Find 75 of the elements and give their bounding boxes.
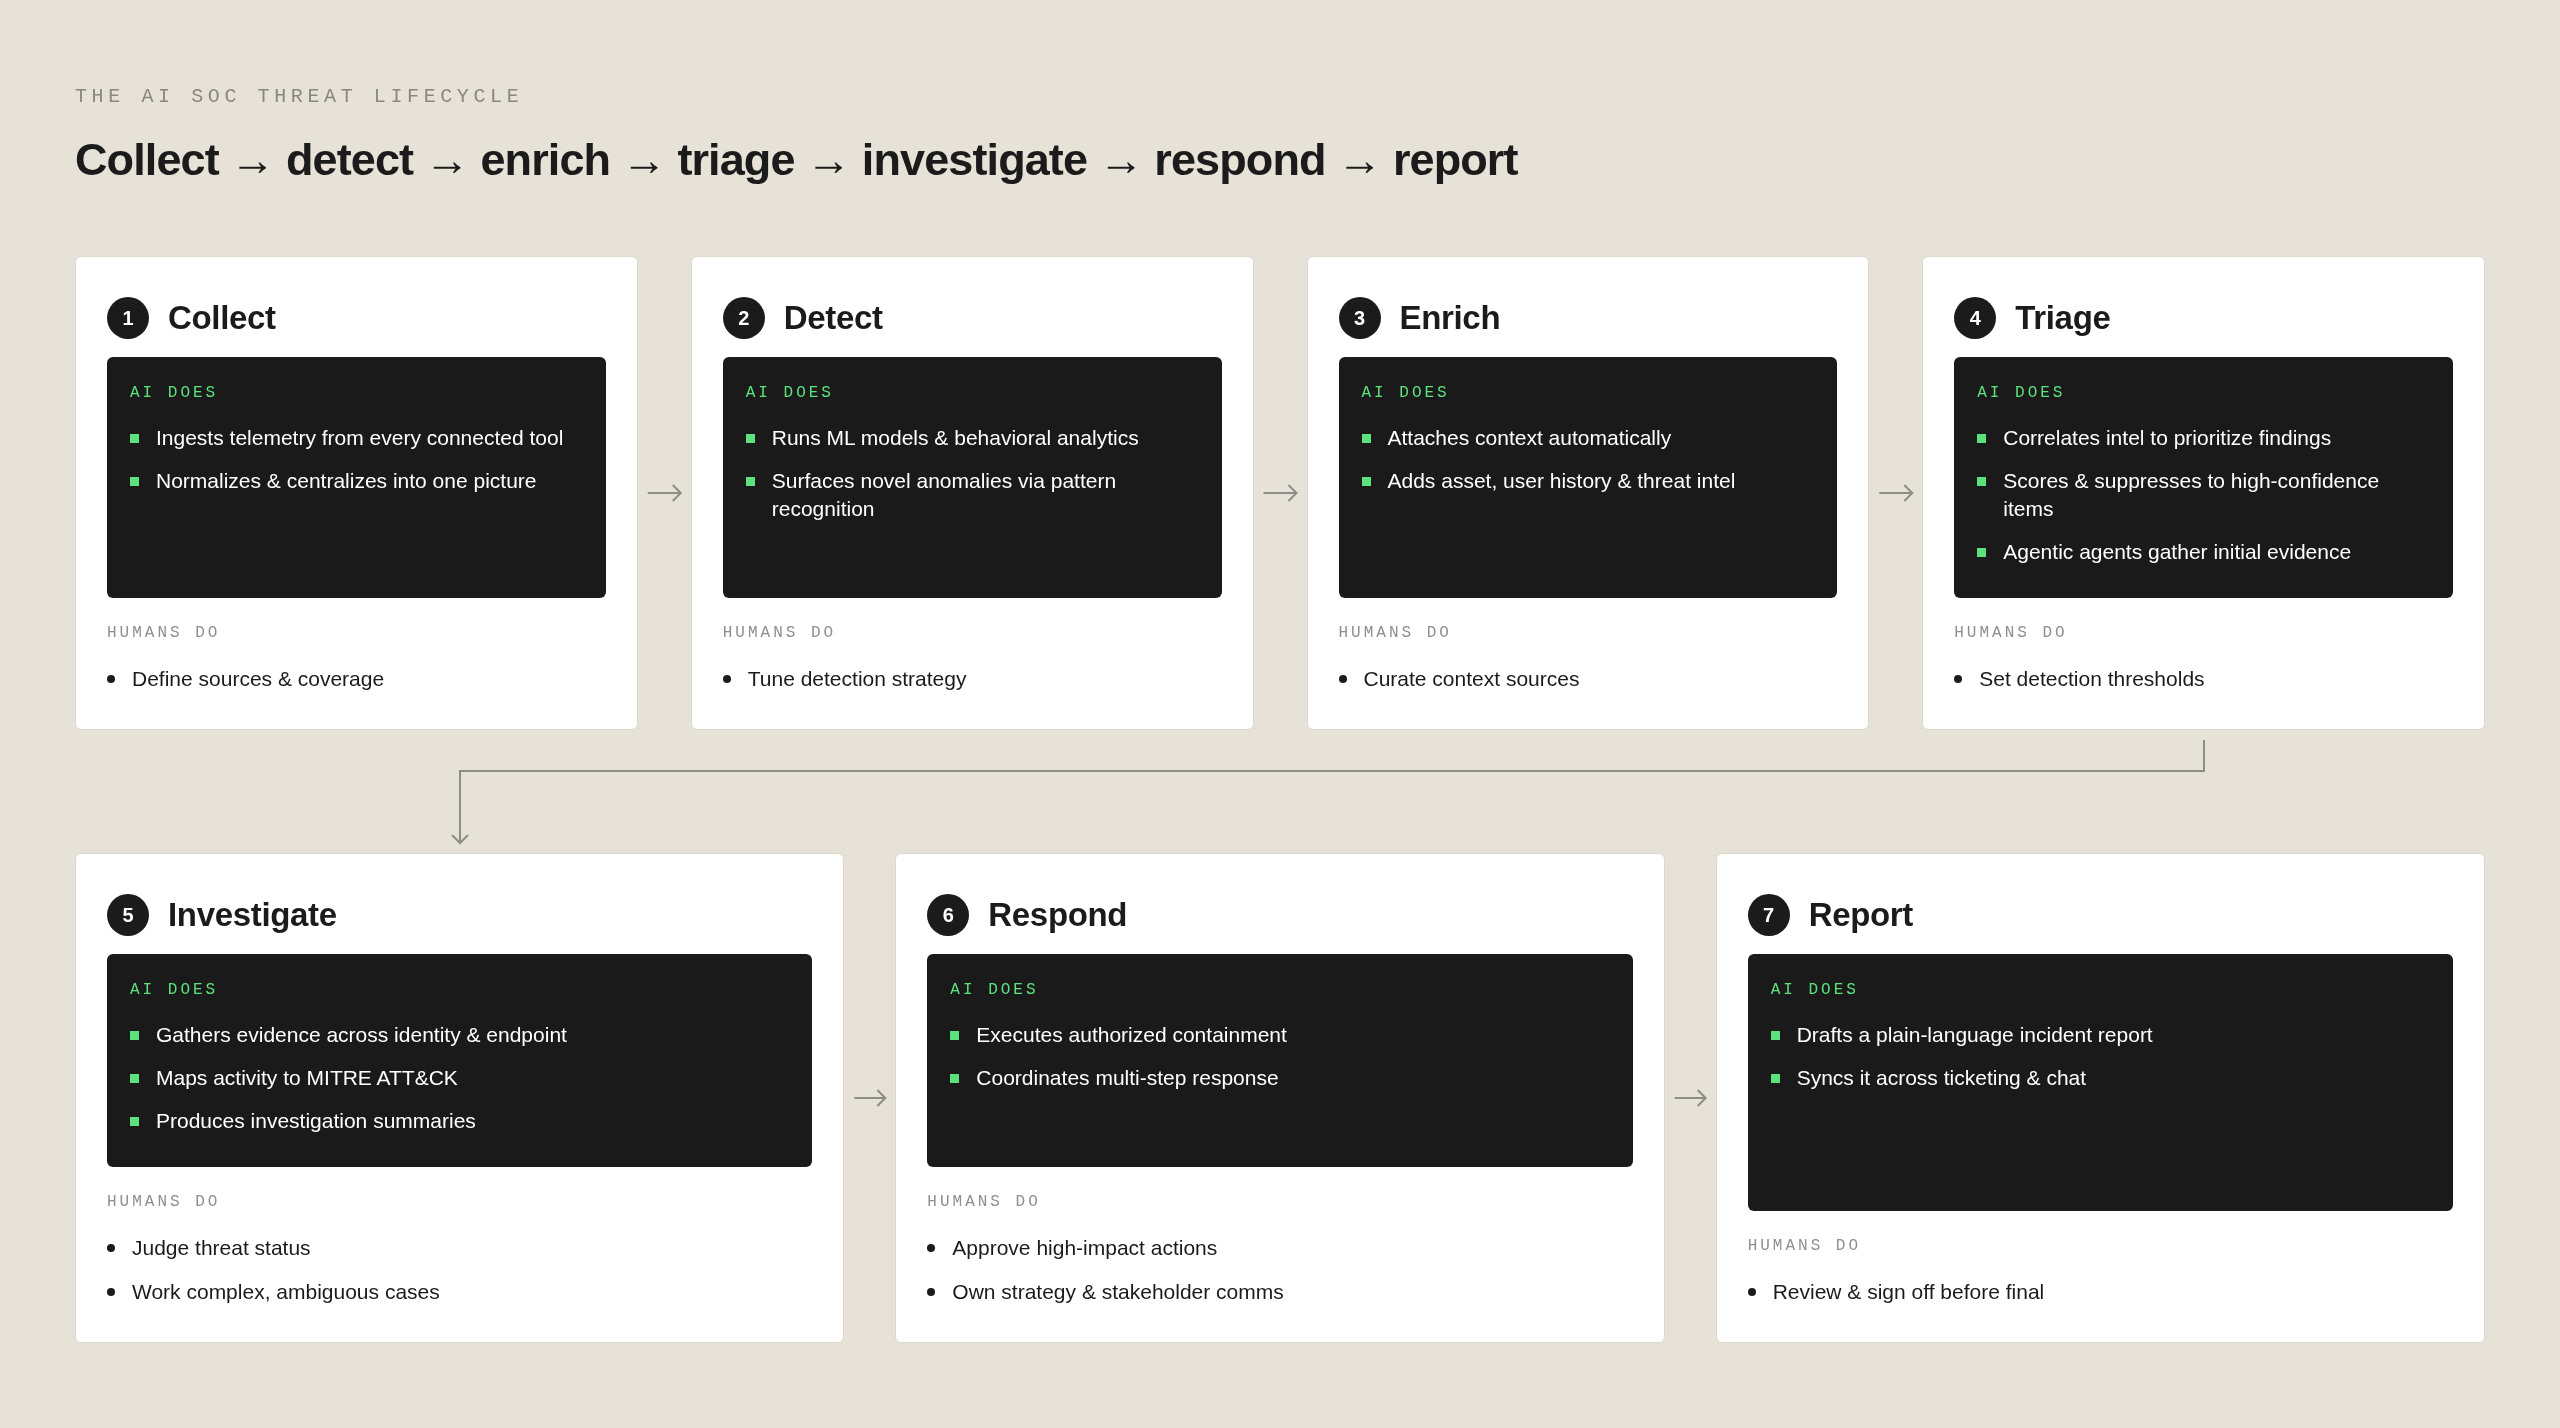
step-number-badge: 2 [722, 297, 765, 339]
section-label: AI DOES [745, 383, 834, 403]
stage-card [75, 853, 845, 1343]
stage-card [75, 256, 638, 730]
list-item-text: Coordinates multi-step response [976, 1065, 1279, 1091]
list-item-text: Attaches context automatically [1387, 425, 1672, 451]
title: Collect → detect → enrich → triage → investigate → respond → report [75, 133, 1518, 187]
stage-card [895, 853, 1665, 1343]
overline-text: THE AI SOC THREAT LIFECYCLE [75, 84, 524, 110]
section-label: AI DOES [1770, 980, 1859, 1000]
stage-title: Detect [783, 298, 883, 338]
list-item-text: Define sources & coverage [132, 666, 385, 692]
list-item-text: Produces investigation summaries [156, 1108, 476, 1134]
list-item-text: Syncs it across ticketing & chat [1796, 1065, 2087, 1091]
section-label: AI DOES [1361, 383, 1450, 403]
stage-card [1715, 853, 2485, 1343]
list-item-text: Approve high-impact actions [952, 1235, 1218, 1261]
stage-title: Investigate [168, 895, 337, 935]
list-item-text: Gathers evidence across identity & endpoint [156, 1022, 567, 1048]
ai-tasks-panel [1338, 357, 1838, 598]
step-number-badge: 4 [1954, 297, 1997, 339]
section-label: HUMANS DO [107, 623, 221, 643]
list-item-text: Own strategy & stakeholder comms [952, 1279, 1284, 1305]
list-item-text: Agentic agents gather initial evidence [2003, 539, 2352, 565]
stage-title: Respond [988, 895, 1128, 935]
ai-tasks-panel [107, 954, 813, 1167]
stage-card [1922, 256, 2485, 730]
step-number-badge: 1 [107, 297, 149, 339]
list-item-text: Maps activity to MITRE ATT&CK [156, 1065, 458, 1091]
section-label: HUMANS DO [107, 1192, 221, 1212]
list-item-text: Review & sign off before final [1772, 1279, 2045, 1305]
section-label: AI DOES [1977, 383, 2066, 403]
list-item-text: Judge threat status [132, 1235, 311, 1261]
ai-tasks-panel [1747, 954, 2453, 1211]
list-item-text: Adds asset, user history & threat intel [1387, 468, 1736, 494]
stage-card [690, 256, 1254, 730]
stage-title: Report [1808, 895, 1913, 935]
section-label: AI DOES [130, 980, 219, 1000]
list-item-text: Surfaces novel anomalies via pattern recognition [771, 468, 1118, 522]
ai-tasks-panel [722, 357, 1222, 598]
list-item-text: Drafts a plain-language incident report [1796, 1022, 2153, 1048]
section-label: HUMANS DO [927, 1192, 1041, 1212]
stage-title: Triage [2015, 298, 2111, 338]
list-item-text: Normalizes & centralizes into one picture [156, 468, 537, 494]
list-item-text: Runs ML models & behavioral analytics [771, 425, 1139, 451]
step-number-badge: 3 [1338, 297, 1381, 339]
list-item-text: Correlates intel to prioritize findings [2003, 425, 2332, 451]
step-number-badge: 5 [107, 894, 149, 936]
arrow [1673, 1089, 1707, 1107]
list-item-text: Executes authorized containment [976, 1022, 1287, 1048]
list-item-text: Ingests telemetry from every connected tool [156, 425, 564, 451]
elbow-arrow [451, 739, 2205, 844]
arrow [1878, 484, 1914, 502]
ai-tasks-panel [927, 954, 1633, 1167]
ai-tasks-panel [1954, 357, 2453, 598]
list-item-text: Work complex, ambiguous cases [132, 1279, 440, 1305]
step-number-badge: 6 [927, 894, 970, 936]
section-label: HUMANS DO [1747, 1236, 1862, 1256]
stage-title: Collect [168, 298, 276, 338]
ai-tasks-panel [107, 357, 606, 598]
arrow [1262, 484, 1298, 502]
stage-card [1306, 256, 1870, 730]
section-label: HUMANS DO [1954, 623, 2068, 643]
arrow [646, 484, 682, 502]
section-label: HUMANS DO [1338, 623, 1452, 643]
list-item-text: Curate context sources [1363, 666, 1580, 692]
list-item-text: Tune detection strategy [747, 666, 967, 692]
section-label: AI DOES [950, 980, 1039, 1000]
step-number-badge: 7 [1747, 894, 1790, 936]
section-label: HUMANS DO [722, 623, 837, 643]
list-item-text: Scores & suppresses to high-confidence items [2003, 468, 2381, 522]
section-label: AI DOES [130, 383, 219, 403]
list-item-text: Set detection thresholds [1979, 666, 2205, 692]
arrow [853, 1089, 887, 1107]
stage-title: Enrich [1399, 298, 1501, 338]
